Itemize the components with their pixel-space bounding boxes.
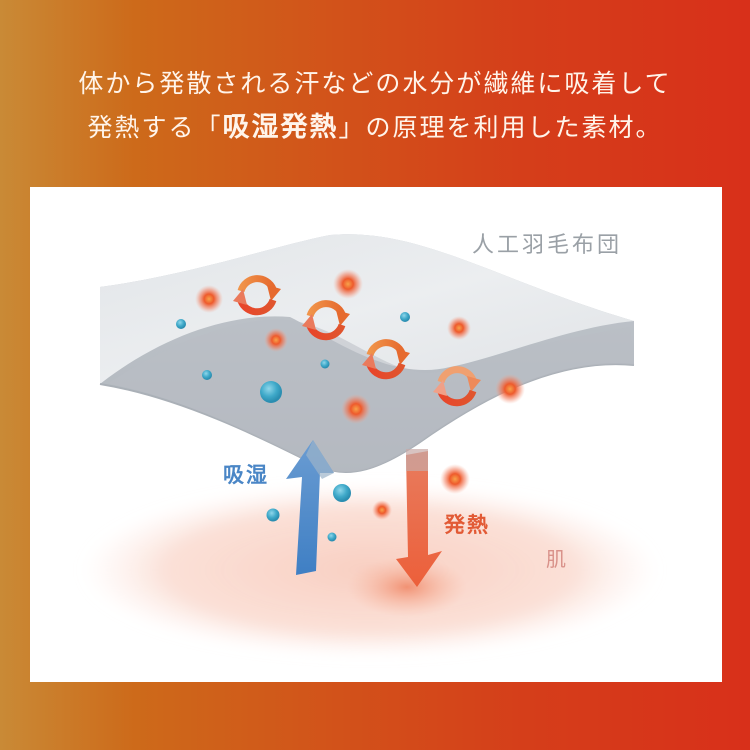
fabric-top-face xyxy=(100,234,634,384)
heat-label: 発熱 xyxy=(444,513,490,537)
cycle-arrow-icon xyxy=(233,275,281,316)
headline-line-2-prefix: 発熱する「 xyxy=(87,113,223,142)
headline-line-2: 発熱する「吸湿発熱」の原理を利用した素材。 xyxy=(0,106,750,150)
water-drops xyxy=(176,312,410,542)
cycle-arrow-icon xyxy=(302,300,350,341)
material-label: 人工羽毛布団 xyxy=(472,233,623,258)
heat-down-arrow xyxy=(396,449,442,587)
absorb-label: 吸湿 xyxy=(223,463,269,487)
moisture-up-arrow xyxy=(286,440,334,575)
headline: 体から発散される汗などの水分が繊維に吸着して 発熱する「吸湿発熱」の原理を利用し… xyxy=(0,62,750,150)
headline-line-1: 体から発散される汗などの水分が繊維に吸着して xyxy=(78,69,672,98)
skin-hot-spot xyxy=(347,557,467,617)
cycle-arrow-icon xyxy=(433,366,481,407)
cycle-arrow-icons xyxy=(233,275,481,407)
headline-emphasis: 吸湿発熱 xyxy=(222,112,339,143)
fabric-inner-shade xyxy=(110,319,634,473)
moisture-heat-diagram xyxy=(80,234,660,658)
skin-label: 肌 xyxy=(546,547,566,571)
heat-particles xyxy=(195,269,525,520)
diagram-panel: 人工羽毛布団 吸湿 発熱 肌 xyxy=(30,187,722,682)
headline-line-2-suffix: 」の原理を利用した素材。 xyxy=(338,113,663,142)
cycle-arrow-icon xyxy=(362,339,410,380)
